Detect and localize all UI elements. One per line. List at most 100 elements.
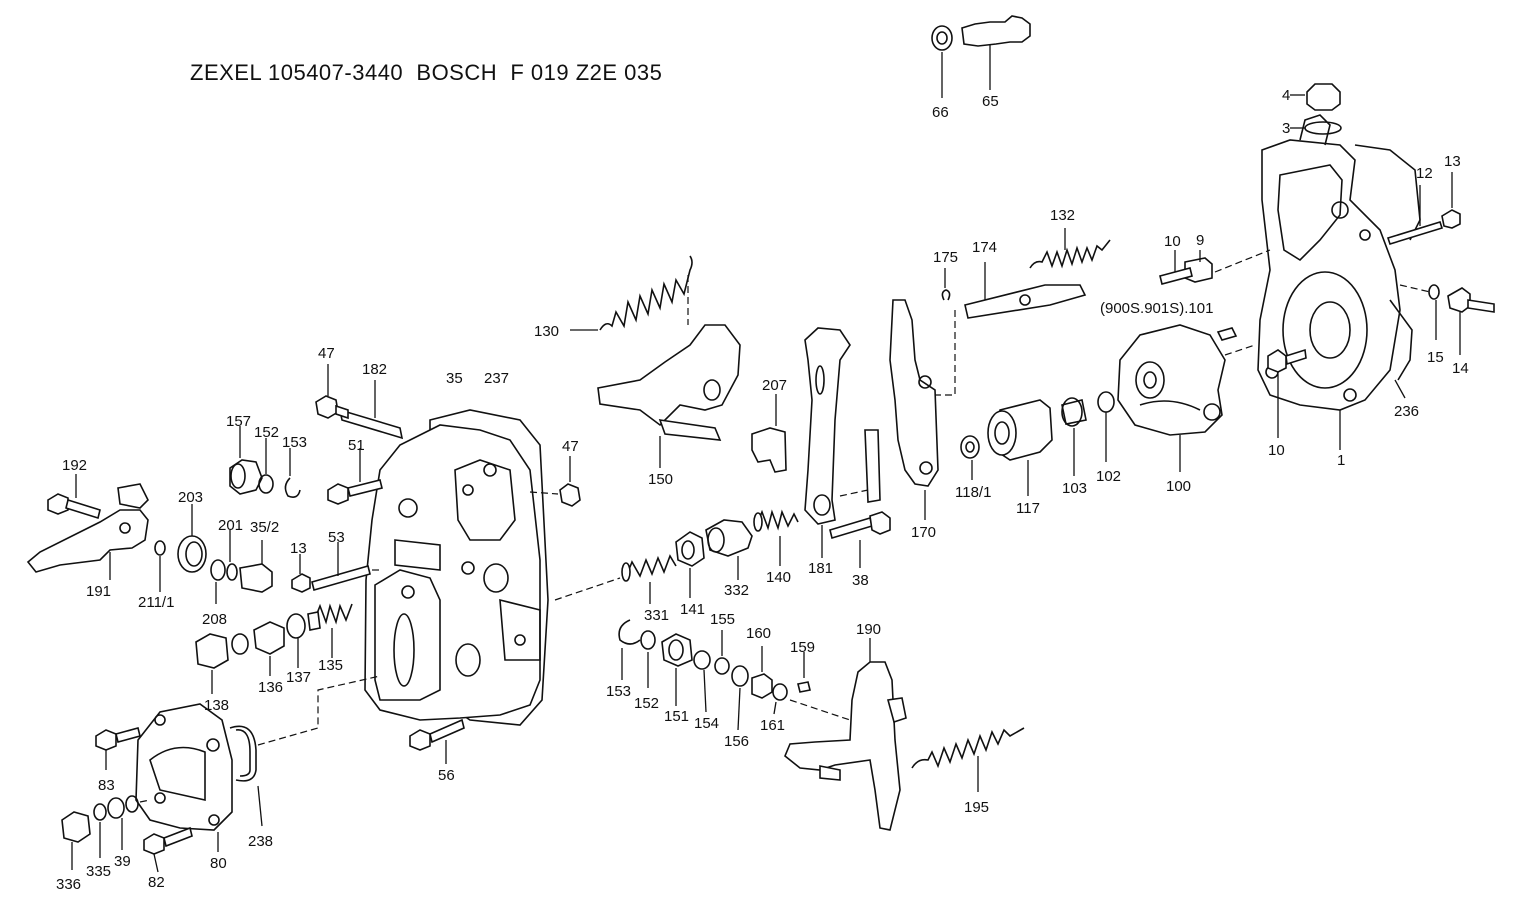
label-13b: 13	[290, 540, 307, 557]
part-12-13-stud-nut	[1386, 172, 1461, 245]
label-335: 335	[86, 863, 111, 880]
part-56-bolt	[409, 718, 465, 764]
part-102-103-bearing	[1061, 391, 1115, 476]
label-151: 151	[664, 708, 689, 725]
part-201-208-seal	[210, 530, 238, 604]
label-156: 156	[724, 733, 749, 750]
part-51-bolt	[327, 448, 383, 505]
label-182: 182	[362, 361, 387, 378]
part-211-washer	[154, 540, 166, 592]
label-137: 137	[286, 669, 311, 686]
label-191: 191	[86, 583, 111, 600]
diagram-title: ZEXEL 105407-3440 BOSCH F 019 Z2E 035	[190, 60, 663, 85]
label-153b: 153	[606, 683, 631, 700]
label-190: 190	[856, 621, 881, 638]
part-154-washer	[693, 650, 711, 713]
part-336-cap	[61, 811, 91, 870]
label-118: 118/1	[955, 484, 991, 501]
label-47b: 47	[562, 438, 579, 455]
label-51: 51	[348, 437, 365, 454]
part-190-lever	[784, 638, 907, 831]
part-159-key	[797, 652, 811, 693]
part-13b-nut	[291, 554, 311, 593]
label-101: (900S.901S).101	[1100, 300, 1213, 317]
part-10b-bolt	[1267, 348, 1307, 438]
label-138: 138	[204, 697, 229, 714]
part-53-stud	[311, 542, 380, 591]
label-9: 9	[1196, 232, 1204, 249]
part-47b-plug	[529, 456, 581, 507]
part-132-spring	[1029, 228, 1111, 269]
part-332-nut	[705, 519, 753, 580]
part-4-plug	[1290, 83, 1342, 135]
label-211: 211/1	[138, 594, 174, 611]
part-175-clip	[941, 268, 951, 301]
label-201: 201	[218, 517, 243, 534]
label-181: 181	[808, 560, 833, 577]
label-207: 207	[762, 377, 787, 394]
label-153a: 153	[282, 434, 307, 451]
label-192: 192	[62, 457, 87, 474]
label-65: 65	[982, 93, 999, 110]
label-236: 236	[1394, 403, 1419, 420]
label-1: 1	[1337, 452, 1345, 469]
label-203: 203	[178, 489, 203, 506]
part-14-15-bolt	[1399, 284, 1495, 355]
label-35-2: 35/2	[250, 519, 279, 536]
label-161: 161	[760, 717, 785, 734]
part-150-lever	[597, 324, 741, 468]
label-174: 174	[972, 239, 997, 256]
label-160: 160	[746, 625, 771, 642]
label-135: 135	[318, 657, 343, 674]
part-9-10-bracket	[1159, 249, 1271, 285]
part-1-governor-housing	[1257, 114, 1421, 411]
part-101-key	[1216, 327, 1238, 341]
label-175: 175	[933, 249, 958, 266]
part-38-bolt	[829, 511, 891, 568]
part-174-link	[935, 262, 1087, 396]
label-47a: 47	[318, 345, 335, 362]
label-100: 100	[1166, 478, 1191, 495]
label-132: 132	[1050, 207, 1075, 224]
label-35: 35	[446, 370, 463, 387]
label-150: 150	[648, 471, 673, 488]
label-152b: 152	[634, 695, 659, 712]
part-238-oring	[229, 675, 381, 827]
label-53: 53	[328, 529, 345, 546]
label-170: 170	[911, 524, 936, 541]
part-170-lever	[864, 299, 939, 520]
label-10b: 10	[1268, 442, 1285, 459]
label-238: 238	[248, 833, 273, 850]
label-102: 102	[1096, 468, 1121, 485]
part-207-bracket	[751, 394, 787, 473]
label-152a: 152	[254, 424, 279, 441]
part-82-bolt	[143, 826, 193, 873]
part-65-fitting	[931, 15, 1031, 98]
label-208: 208	[202, 611, 227, 628]
part-135-screw	[307, 603, 353, 658]
part-136-nut	[231, 621, 285, 676]
part-192-bolt	[47, 474, 101, 520]
part-138-cap	[195, 633, 229, 694]
part-152a-oring	[258, 438, 274, 494]
label-140: 140	[766, 569, 791, 586]
part-151-plug	[661, 633, 693, 706]
part-80-cover	[135, 703, 233, 852]
label-336: 336	[56, 876, 81, 893]
part-130-spring	[570, 255, 693, 331]
label-157: 157	[226, 413, 251, 430]
part-83-bolt	[95, 727, 141, 770]
label-82: 82	[148, 874, 165, 891]
label-39: 39	[114, 853, 131, 870]
label-14: 14	[1452, 360, 1469, 377]
part-331-spring	[621, 554, 677, 604]
label-130: 130	[534, 323, 559, 340]
callout-labels: 4 3 66 65 13 12 9 10 132 175 174 (900S.9…	[56, 87, 1469, 893]
label-38: 38	[852, 572, 869, 589]
part-153b-circlip	[618, 619, 641, 680]
label-155: 155	[710, 611, 735, 628]
label-56: 56	[438, 767, 455, 784]
label-332: 332	[724, 582, 749, 599]
label-237: 237	[484, 370, 509, 387]
